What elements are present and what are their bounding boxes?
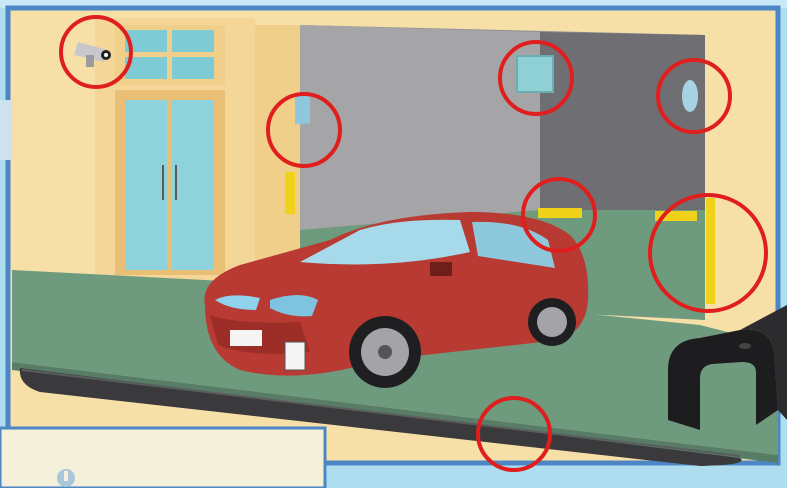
ceiling-mirror	[517, 56, 553, 92]
info-bulb-icon	[57, 469, 75, 487]
wall-corner-guard	[706, 198, 715, 304]
side-panel-left	[0, 100, 12, 160]
wall-corner-guard-left	[285, 172, 295, 214]
glass-door-right	[172, 100, 214, 270]
window-pane	[172, 30, 214, 52]
glass-door-left	[125, 100, 167, 270]
garage-back-wall	[300, 25, 540, 230]
wall-mirror-left	[295, 93, 310, 124]
info-panel	[0, 428, 325, 488]
window-pane	[172, 57, 214, 79]
corner-mirror	[682, 80, 698, 112]
wheel-stop	[538, 208, 582, 218]
